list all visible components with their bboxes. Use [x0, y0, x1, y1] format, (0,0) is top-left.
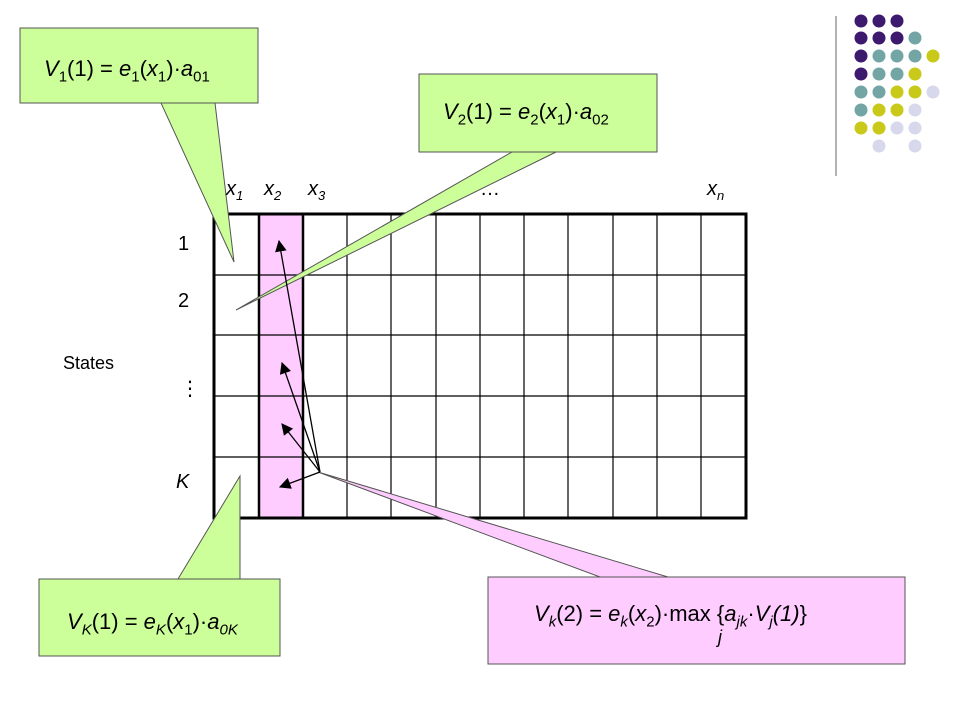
column-label-ellipsis: … [480, 178, 500, 200]
column-label-x3: x3 [308, 178, 326, 203]
callout-vk2-tail [317, 471, 669, 578]
decorative-dot [926, 49, 940, 63]
callout-v2-text: V2(1) = e2(x1)·a02 [443, 99, 609, 129]
callout-vk2-max-subscript: j [718, 627, 722, 647]
decorative-dots [854, 14, 940, 153]
decorative-dot [854, 49, 868, 63]
callout-vk2-text: Vk(2) = ek(x2)·max {ajk·Vj(1)} [534, 601, 807, 631]
decorative-dot [926, 85, 940, 99]
decorative-dot [908, 103, 922, 117]
decorative-dot [890, 85, 904, 99]
column-label-x1: x1 [226, 178, 244, 203]
arrow-to-state-3 [279, 361, 321, 473]
decorative-dot [854, 67, 868, 81]
decorative-dot [854, 14, 868, 28]
decorative-dot [872, 85, 886, 99]
decorative-dot [872, 49, 886, 63]
decorative-dot [872, 121, 886, 135]
decorative-dot [854, 85, 868, 99]
row-label-k: K [176, 471, 190, 493]
row-label-dots: ⋮ [180, 378, 200, 400]
arrow-to-state-4 [281, 423, 321, 473]
row-label-2: 2 [178, 290, 190, 312]
decorative-dot [908, 139, 922, 153]
callout-v1-text: V1(1) = e1(x1)·a01 [44, 56, 210, 86]
decorative-dot [854, 31, 868, 45]
arrow-to-state-k [278, 471, 321, 489]
decorative-dot [890, 31, 904, 45]
column-label-xn: xn [707, 178, 725, 203]
transition-arrows [275, 239, 321, 489]
decorative-dot [890, 14, 904, 28]
decorative-dot [890, 67, 904, 81]
row-label-1: 1 [178, 233, 190, 255]
decorative-dot [872, 103, 886, 117]
callout-v1-tail [160, 102, 235, 263]
callout-v2-box [418, 73, 658, 153]
callout-vk2-box [487, 576, 906, 665]
decorative-dot [854, 103, 868, 117]
decorative-dot [908, 121, 922, 135]
decorative-dot [890, 103, 904, 117]
decorative-dot [908, 49, 922, 63]
callout-vk-box [38, 578, 281, 657]
decorative-dot [854, 121, 868, 135]
decorative-dot [908, 85, 922, 99]
callout-v1-box [19, 27, 259, 104]
callout-vk-text: VK(1) = eK(x1)·a0K [67, 609, 238, 639]
decorative-dot [890, 121, 904, 135]
highlight-column-x2 [259, 214, 303, 518]
column-label-x2: x2 [264, 178, 282, 203]
decorative-dot [872, 31, 886, 45]
decorative-dot [872, 67, 886, 81]
states-label: States [63, 353, 115, 373]
decorative-dot [908, 67, 922, 81]
arrow-to-state-1 [275, 239, 321, 473]
decorative-dot [908, 31, 922, 45]
decorative-dot [872, 139, 886, 153]
decorative-dot [890, 49, 904, 63]
decorative-dot [872, 14, 886, 28]
